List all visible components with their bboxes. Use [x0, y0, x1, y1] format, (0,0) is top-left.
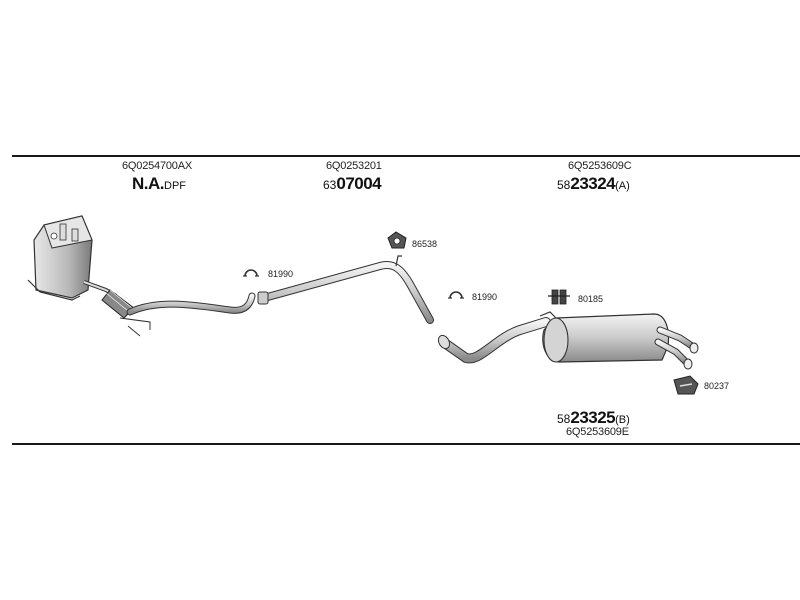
oem-number-dpf: 6Q0254700AX — [122, 160, 192, 172]
middle-pipe — [257, 255, 434, 324]
part-suffix: (A) — [615, 180, 630, 192]
part-prefix: 63 — [323, 178, 337, 192]
diesel-particulate-filter — [27, 215, 118, 301]
oem-number-rear-silencer-b: 6Q5253609E — [566, 426, 629, 438]
rubber-hanger-icon — [673, 375, 699, 395]
oem-number-rear-silencer-a: 6Q5253609C — [568, 160, 632, 172]
oem-number-middle-pipe: 6Q0253201 — [326, 160, 382, 172]
tail-pipes — [654, 326, 699, 370]
part-number-dpf: N.A.DPF — [132, 174, 186, 194]
rear-inlet-pipe — [437, 317, 551, 364]
hardware-label-clamp-1: 81990 — [268, 269, 294, 279]
flex-pipe — [101, 287, 135, 319]
hardware-label-bracket: 80185 — [578, 294, 604, 304]
part-number: 23325 — [570, 408, 616, 427]
part-prefix: N.A. — [132, 174, 165, 193]
part-number: 07004 — [336, 174, 382, 193]
part-suffix: (B) — [615, 414, 630, 426]
rear-silencer — [539, 311, 670, 363]
hardware-label-clamp-2: 81990 — [472, 292, 498, 302]
part-prefix: 58 — [557, 412, 571, 426]
mounting-bracket-icon — [548, 289, 570, 305]
part-number-middle-pipe: 6307004 — [323, 174, 382, 194]
clamp-icon — [448, 291, 464, 299]
part-number-rear-silencer-a: 5823324(A) — [557, 174, 630, 194]
bottom-divider — [12, 443, 800, 445]
part-number-rear-silencer-b: 5823325(B) — [557, 408, 630, 428]
part-prefix: 58 — [557, 178, 571, 192]
hardware-label-hanger-2: 80237 — [704, 381, 730, 391]
rubber-hanger-icon — [387, 231, 407, 249]
top-divider — [12, 155, 800, 157]
clamp-icon — [243, 269, 259, 277]
part-suffix: DPF — [164, 180, 186, 192]
part-number: 23324 — [570, 174, 616, 193]
hardware-label-hanger-1: 86538 — [412, 239, 438, 249]
front-pipe — [119, 292, 256, 337]
